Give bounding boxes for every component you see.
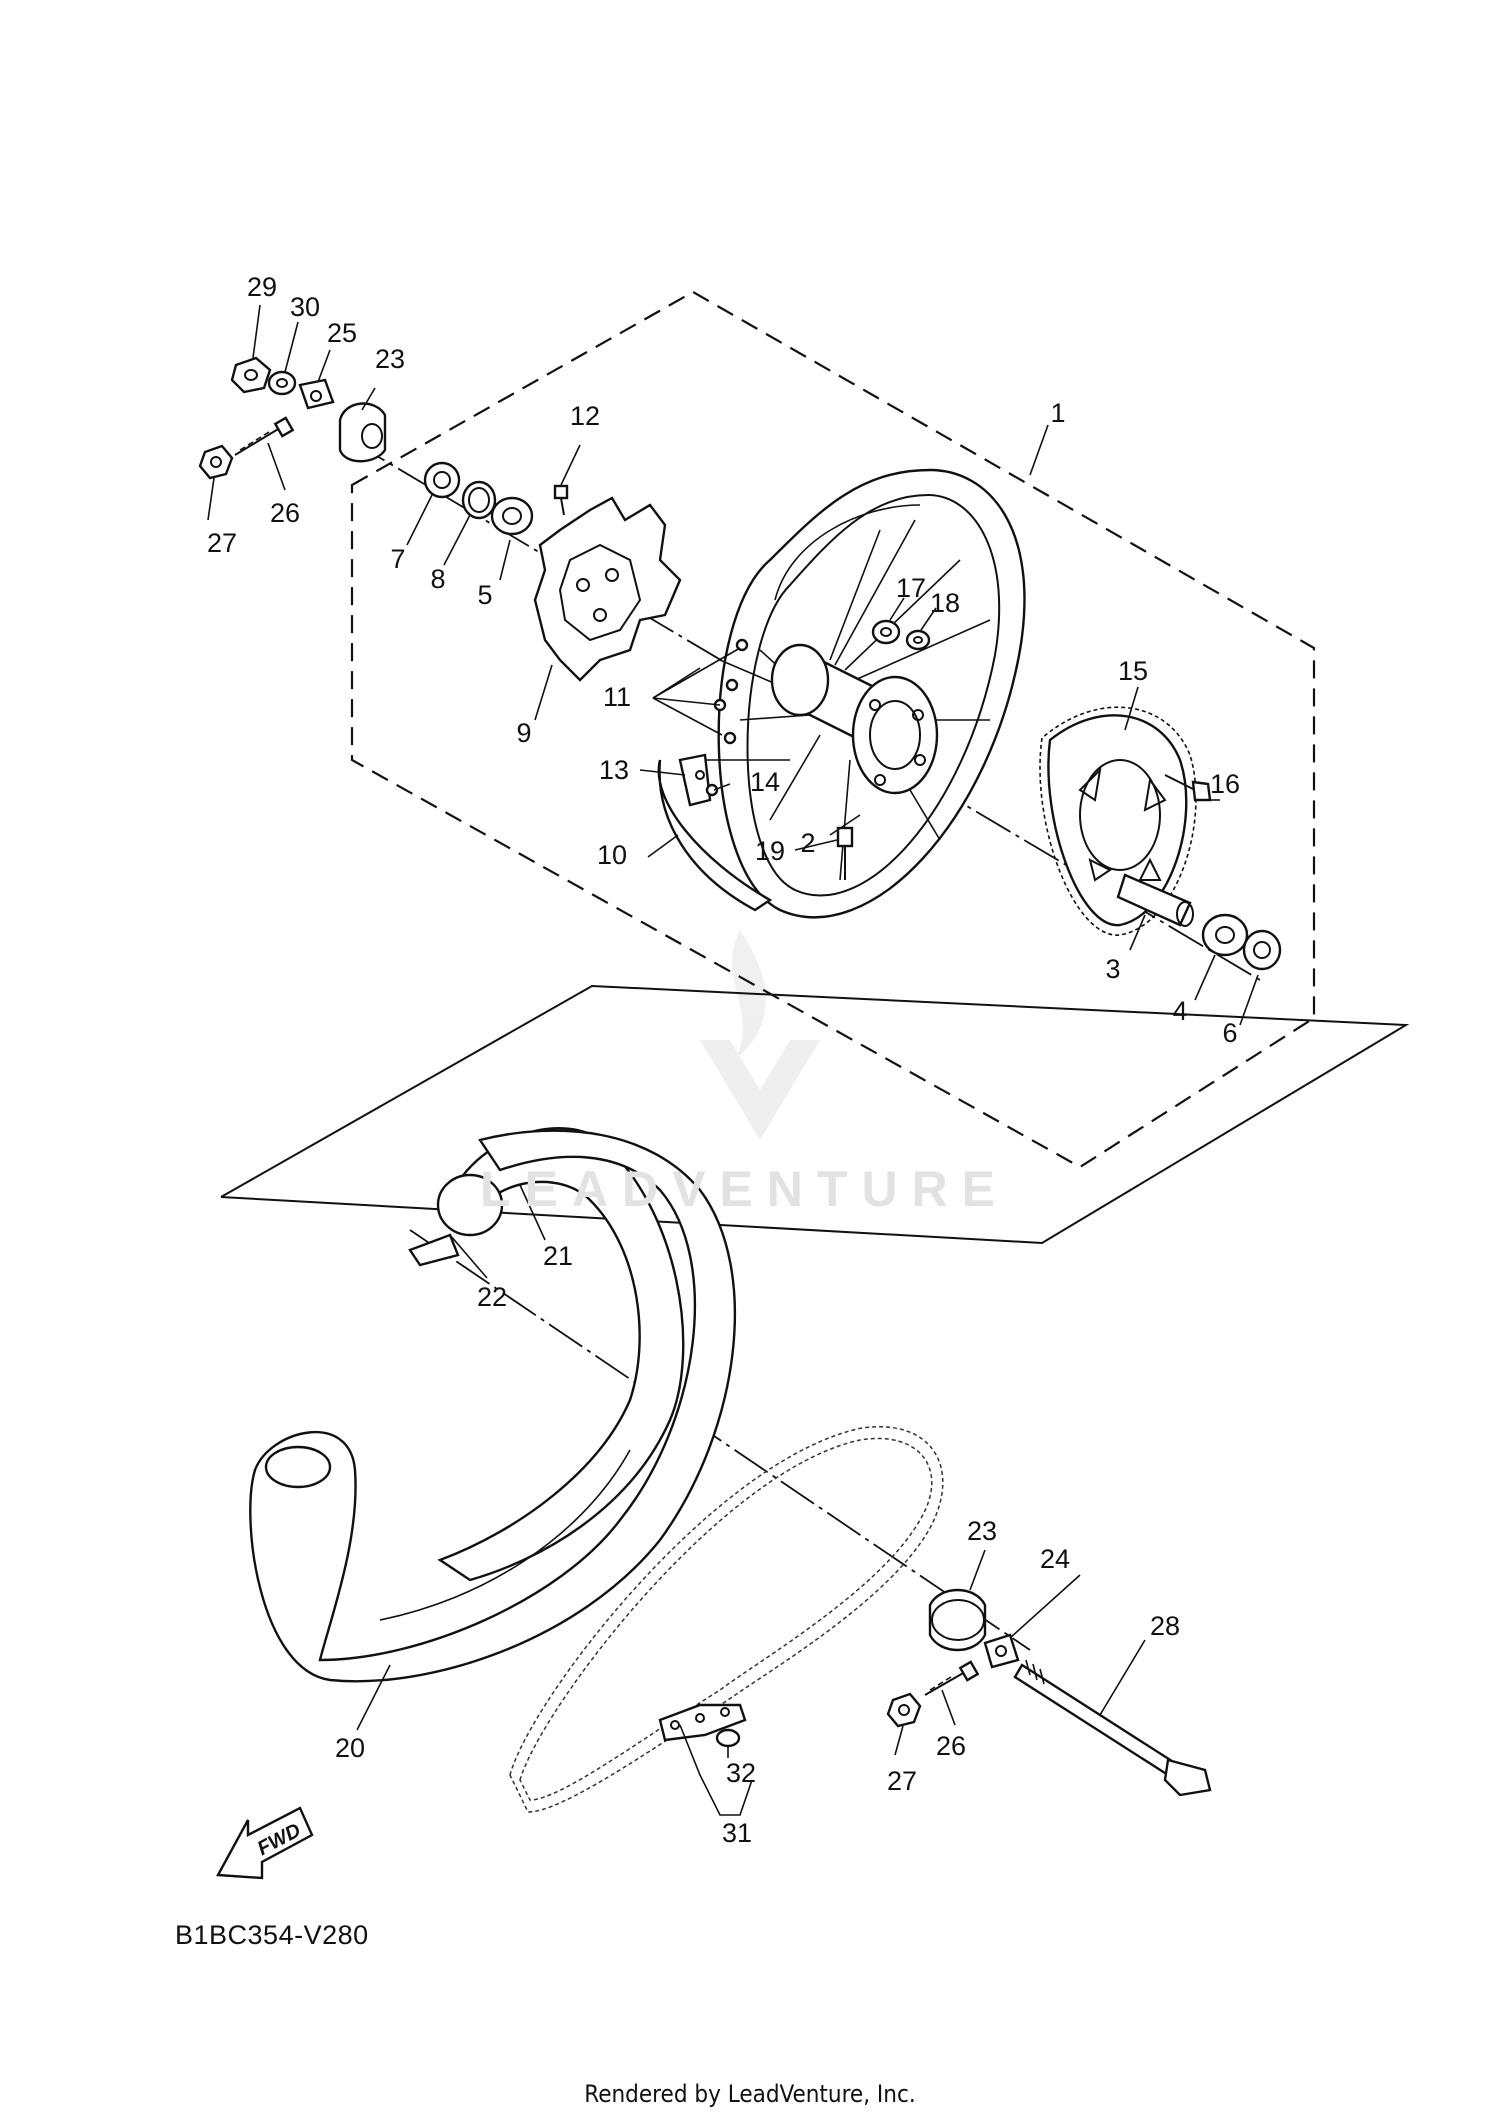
adjust-nut-lower [886,1692,922,1728]
adjuster-block-lower [983,1633,1020,1669]
hub [770,643,939,795]
watermark-logo [700,930,820,1140]
adjust-bolt-lower [924,1660,980,1696]
callout-1: 1 [1050,398,1065,428]
callout-13: 13 [599,755,629,785]
callout-18: 18 [930,588,960,618]
callout-26-lower: 26 [936,1731,966,1761]
drive-chain [509,1426,944,1813]
callout-24: 24 [1040,1544,1070,1574]
adjuster-block-upper [298,378,335,410]
callout-6: 6 [1222,1018,1237,1048]
callout-4: 4 [1172,996,1187,1026]
footer-credit: Rendered by LeadVenture, Inc. [584,2080,916,2108]
nut-29 [230,356,272,394]
callout-29: 29 [247,272,277,302]
callout-14: 14 [750,767,780,797]
left-collar [338,402,387,463]
callout-12: 12 [570,401,600,431]
rim-band [657,753,773,912]
tire-plane-boundary [220,984,1410,1245]
chain-joint [658,1703,747,1748]
callout-22: 22 [477,1282,507,1312]
callout-16: 16 [1210,769,1240,799]
callout-8: 8 [430,564,445,594]
axle-center-line-lower [409,1229,1031,1651]
callout-30: 30 [290,292,320,322]
oil-seal-left [423,461,461,499]
callout-23-upper: 23 [375,344,405,374]
callout-7: 7 [390,544,405,574]
callout-23-lower: 23 [967,1516,997,1546]
callout-2: 2 [800,828,815,858]
brake-disc [533,496,682,682]
sprocket [1039,706,1197,936]
diagram-code: B1BC354-V280 [175,1920,369,1950]
callout-9: 9 [516,718,531,748]
tire [249,1129,737,1683]
valve [836,826,854,880]
callout-numbers: 1 2 3 4 5 6 7 8 9 10 11 12 13 14 15 16 1… [207,272,1240,1848]
callout-5: 5 [477,580,492,610]
spacer-collar [1116,873,1194,927]
callout-20: 20 [335,1733,365,1763]
hub-nut-washer [871,619,931,651]
rear-axle [1013,1659,1212,1797]
callout-10: 10 [597,840,627,870]
right-collar [928,1588,987,1652]
callout-21: 21 [543,1241,573,1271]
tube [408,1127,685,1582]
adjust-nut-upper [198,444,234,480]
callout-28: 28 [1150,1611,1180,1641]
callout-26-upper: 26 [270,498,300,528]
wheel-assembly-boundary [350,290,1316,1169]
callout-15: 15 [1118,656,1148,686]
callout-3: 3 [1105,954,1120,984]
callout-17: 17 [896,573,926,603]
watermark-text: LEADVENTURE [480,1161,1010,1217]
right-bearing [1201,913,1249,957]
callout-32: 32 [726,1758,756,1788]
callout-31: 31 [722,1818,752,1848]
circlip [461,480,497,520]
callout-27-upper: 27 [207,528,237,558]
callout-27-lower: 27 [887,1766,917,1796]
callout-25: 25 [327,318,357,348]
oil-seal-right [1242,929,1282,971]
callout-11: 11 [603,682,631,712]
washer-30 [267,370,297,396]
spoke-nipples [713,638,749,745]
left-bearing [490,496,534,536]
fwd-arrow-icon: FWD [216,1806,314,1880]
adjust-bolt-upper [234,416,295,456]
callout-19: 19 [755,836,785,866]
leader-lines [207,304,1259,1816]
disc-bolt [553,484,569,516]
